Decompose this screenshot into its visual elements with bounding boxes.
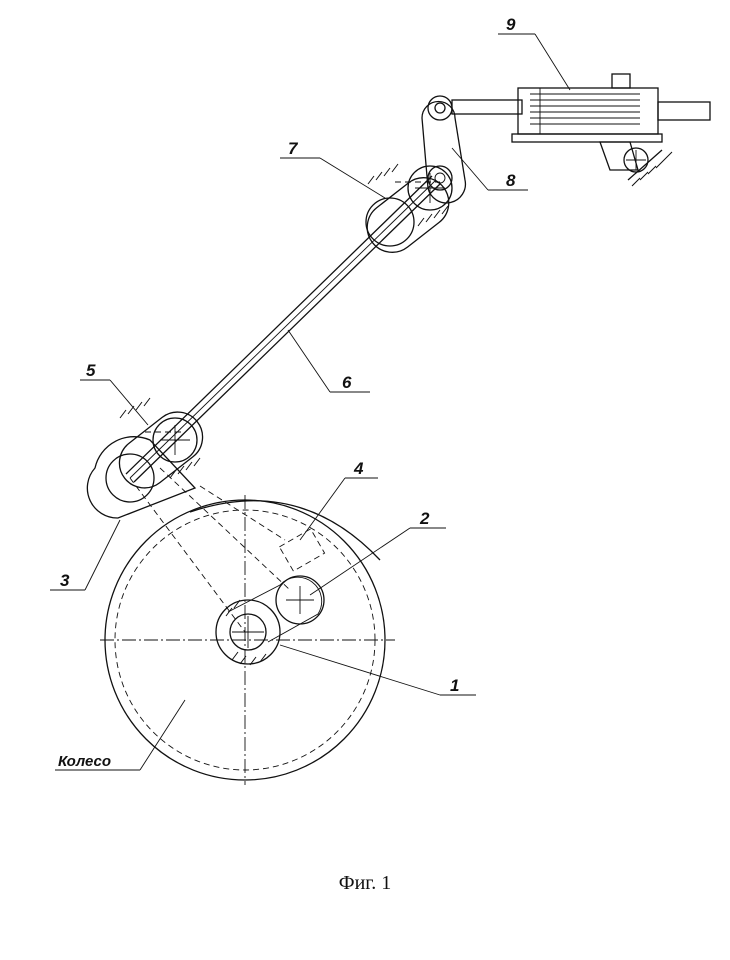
actuator-part-9 — [451, 73, 711, 187]
label-4: 4 — [353, 459, 364, 478]
part-4-box — [278, 528, 326, 572]
wheel — [100, 495, 395, 785]
leader-lines — [50, 33, 571, 771]
shaft-part-6 — [125, 175, 441, 483]
label-1: 1 — [450, 676, 459, 695]
label-6: 6 — [342, 373, 352, 392]
label-9: 9 — [506, 15, 516, 34]
label-wheel: Колесо — [58, 753, 111, 770]
label-5: 5 — [86, 361, 96, 380]
label-7: 7 — [288, 139, 299, 158]
label-8: 8 — [506, 171, 516, 190]
hub-part-1 — [215, 599, 281, 666]
part-5-pulley — [105, 397, 204, 503]
part-2-gear — [227, 575, 325, 643]
lever-part-3 — [86, 436, 291, 633]
figure-caption: Фиг. 1 — [338, 872, 392, 894]
label-3: 3 — [60, 571, 70, 590]
part-7-pulley — [365, 163, 453, 253]
label-2: 2 — [419, 509, 430, 528]
